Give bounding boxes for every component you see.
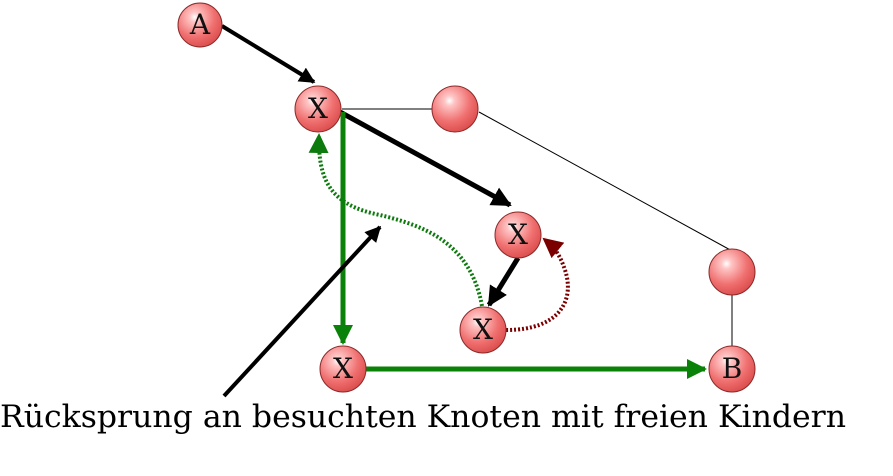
node-empty-2 <box>708 248 756 296</box>
node-x4: X <box>319 345 367 393</box>
node-x1-label: X <box>308 92 328 125</box>
node-a: A <box>177 2 223 48</box>
node-x3-label: X <box>473 313 493 346</box>
node-b: B <box>708 345 756 393</box>
diagram-caption: Rücksprung an besuchten Knoten mit freie… <box>0 399 846 435</box>
node-a-label: A <box>189 8 211 41</box>
node-x2-label: X <box>508 218 528 251</box>
edge-empty-node-1-to-empty-node-2 <box>478 111 735 253</box>
node-b-label: B <box>722 352 743 385</box>
arrow-x2-to-x3 <box>486 256 521 307</box>
node-empty-1 <box>431 85 479 133</box>
node-x2: X <box>494 211 542 259</box>
caption-pointer-arrow <box>222 225 382 398</box>
red-dotted-backtrack-arrow <box>505 237 570 332</box>
node-x4-label: X <box>333 352 353 385</box>
arrow-a-to-x1 <box>220 24 316 84</box>
node-x1: X <box>294 85 342 133</box>
node-x3: X <box>459 306 507 354</box>
arrow-x1-to-x2 <box>338 109 512 208</box>
